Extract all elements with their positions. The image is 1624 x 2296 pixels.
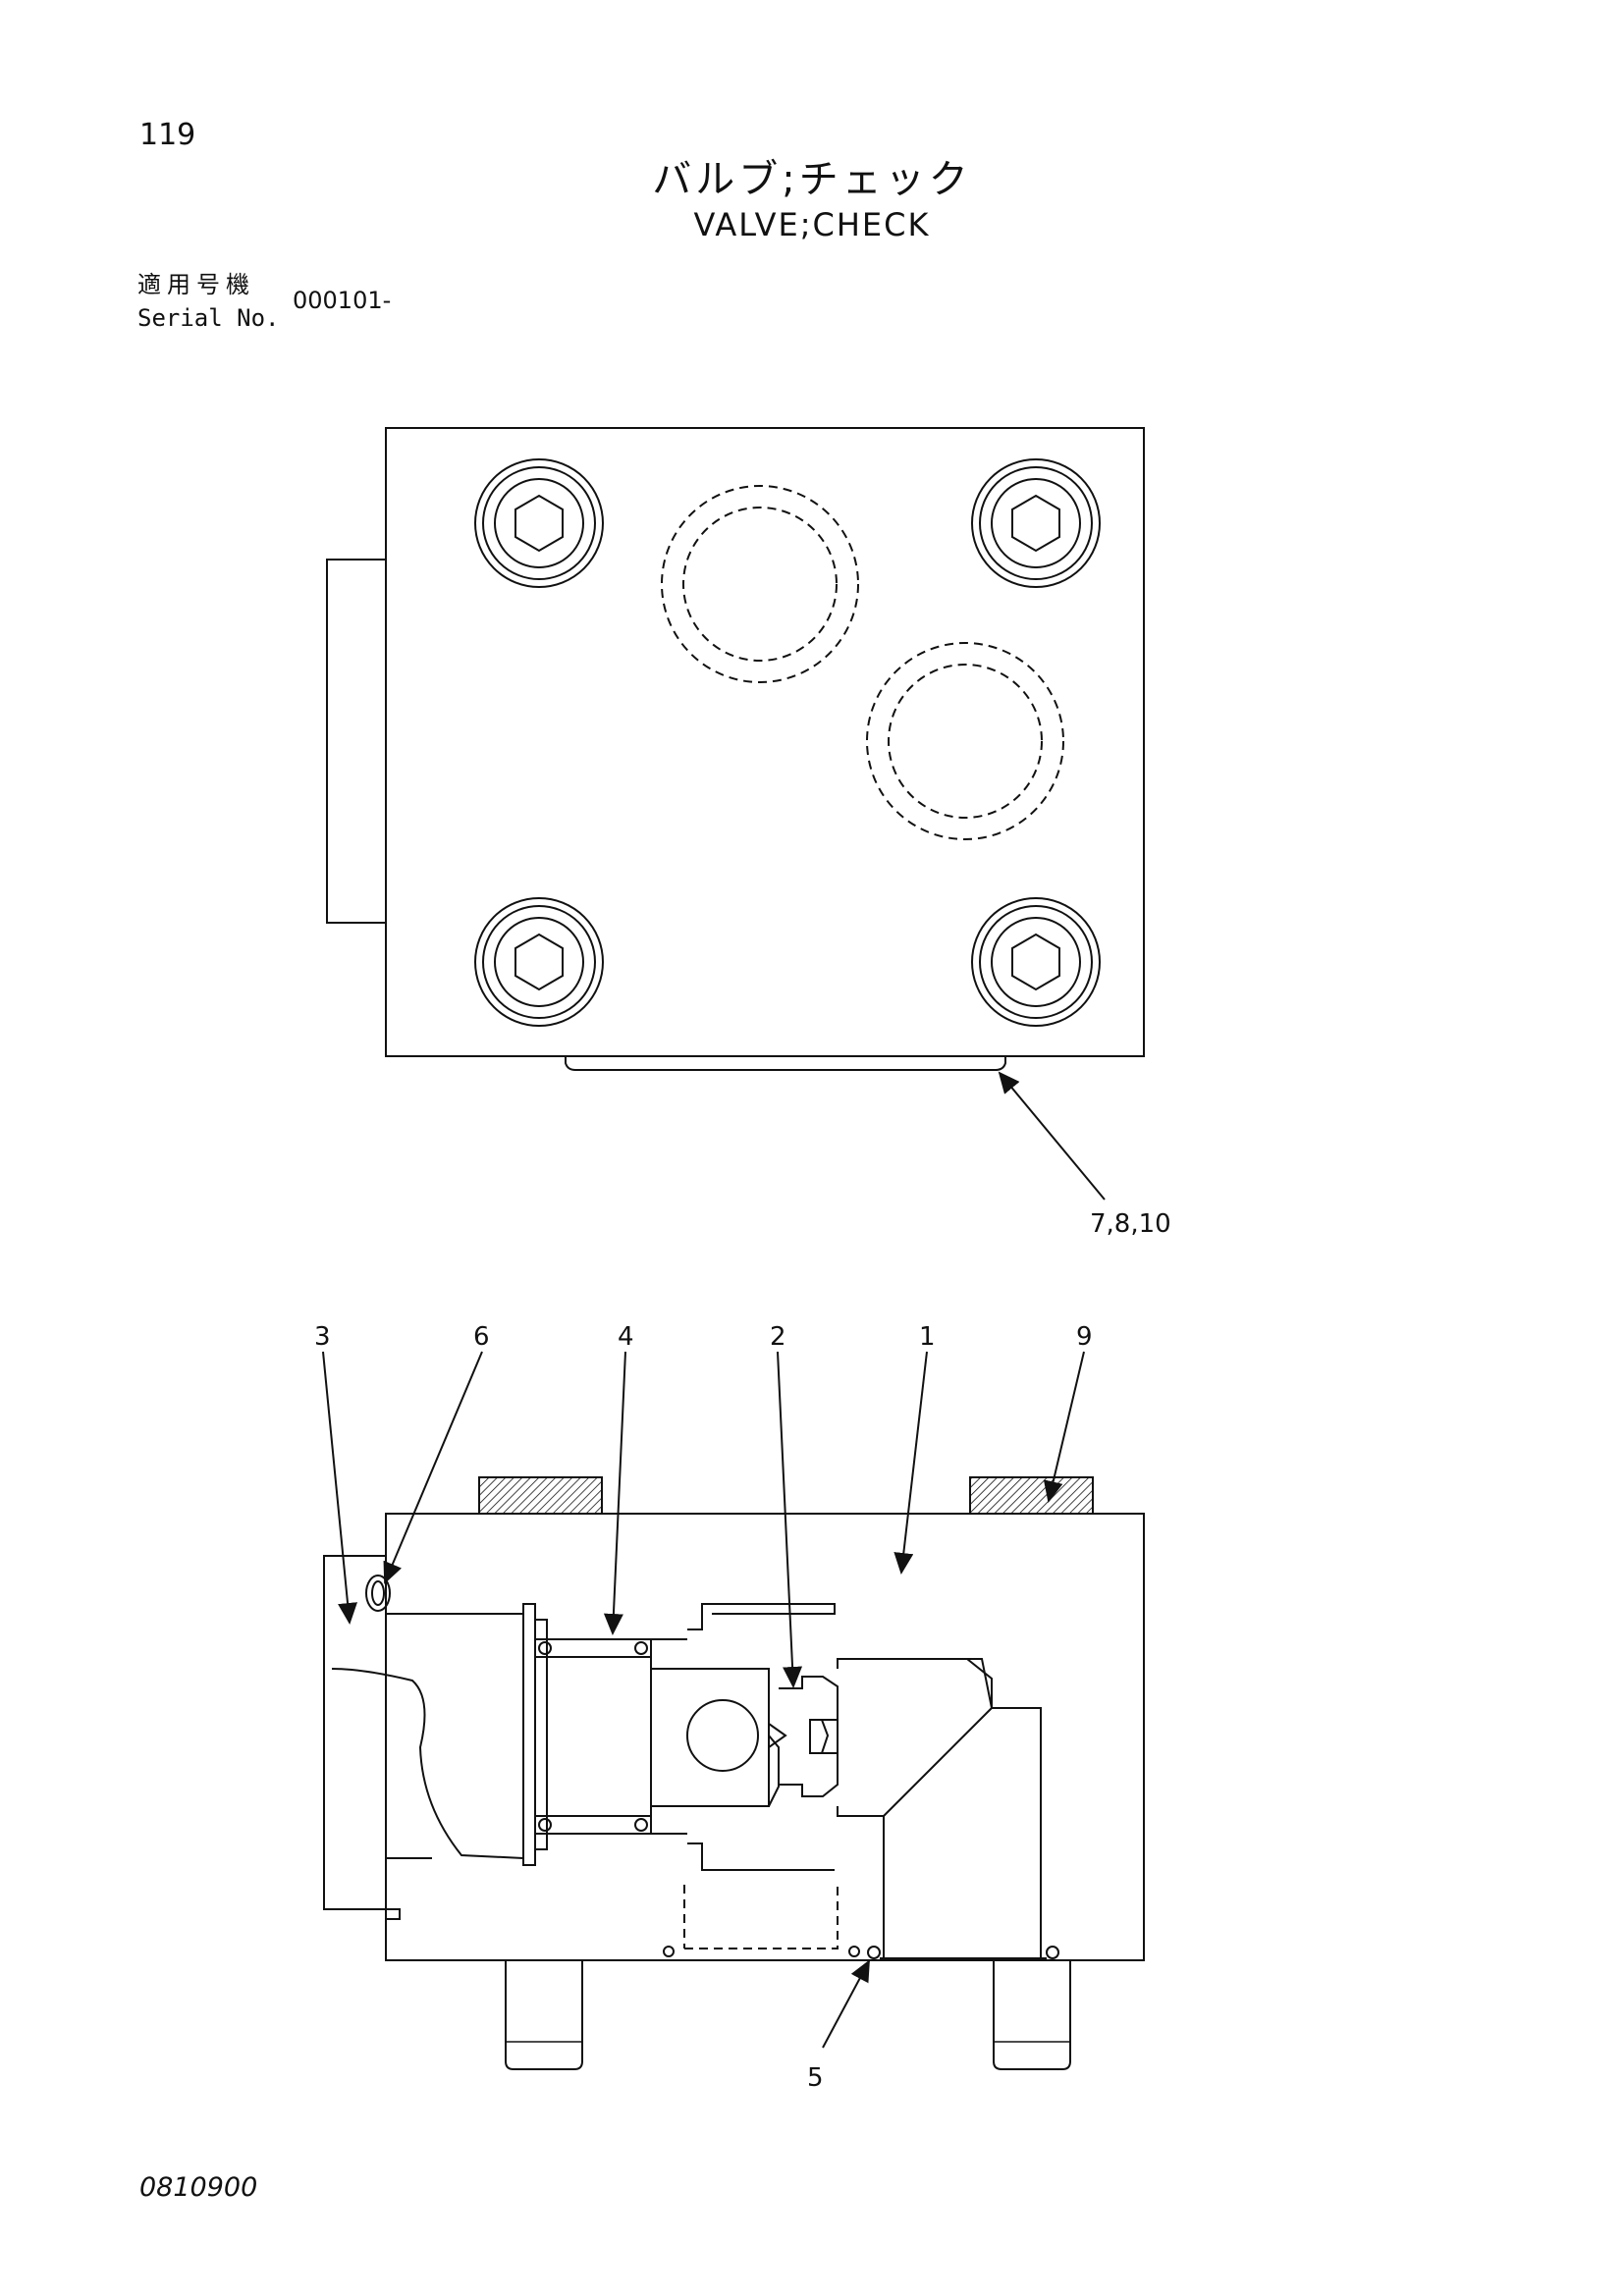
bolt-bottom-right <box>971 897 1101 1027</box>
leader-1 <box>893 1351 928 1575</box>
document-code: 0810900 <box>139 2172 258 2203</box>
callout-2: 2 <box>770 1322 786 1352</box>
section-body <box>385 1513 1145 1961</box>
port-circle-outer-2 <box>866 642 1064 840</box>
serial-number-value: 000101- <box>293 287 392 314</box>
title-japanese: バルブ;チェック <box>652 157 972 202</box>
leader-7-8-10 <box>998 1071 1106 1201</box>
callout-1: 1 <box>919 1322 936 1352</box>
top-view-bottom-plate <box>565 1056 1006 1071</box>
section-bolt-left-head <box>478 1476 603 1515</box>
section-bolt-left-shank <box>505 1960 583 2070</box>
leader-4 <box>603 1351 626 1635</box>
callout-6: 6 <box>473 1322 490 1352</box>
leader-6 <box>383 1351 483 1584</box>
callout-5: 5 <box>807 2063 824 2093</box>
serial-label-english: Serial No. <box>137 304 280 332</box>
spring-part-4 <box>534 1638 652 1835</box>
leader-3 <box>322 1351 358 1625</box>
callout-3: 3 <box>314 1322 331 1352</box>
bolt-top-right <box>971 458 1101 588</box>
leader-9 <box>1043 1351 1085 1503</box>
title-english: VALVE;CHECK <box>693 206 931 243</box>
top-view <box>326 427 1145 1071</box>
poppet-part-2 <box>650 1668 770 1807</box>
section-view <box>323 1476 1145 2070</box>
section-bolt-right-shank <box>993 1960 1071 2070</box>
o-ring-part-6 <box>365 1575 391 1612</box>
port-circle-inner-2 <box>888 664 1043 819</box>
serial-label-japanese: 適用号機 <box>137 271 255 298</box>
cap-part-3 <box>323 1555 401 1920</box>
o-ring-part-5 <box>867 1946 881 1959</box>
page-number: 119 <box>139 118 196 152</box>
leader-2 <box>777 1351 803 1688</box>
section-callouts <box>322 1351 1085 2049</box>
callout-4: 4 <box>618 1322 634 1352</box>
leader-5 <box>822 1959 870 2049</box>
bolt-bottom-left <box>474 897 604 1027</box>
bolt-top-left <box>474 458 604 588</box>
port-circle-inner-1 <box>682 507 838 662</box>
callout-9: 9 <box>1076 1322 1093 1352</box>
top-view-side-plate <box>326 559 387 924</box>
port-circle-outer-1 <box>661 485 859 683</box>
spring-seat-flange <box>522 1603 536 1866</box>
top-view-body <box>385 427 1145 1057</box>
section-bolt-right-head <box>969 1476 1094 1515</box>
callout-7-8-10: 7,8,10 <box>1090 1209 1171 1239</box>
